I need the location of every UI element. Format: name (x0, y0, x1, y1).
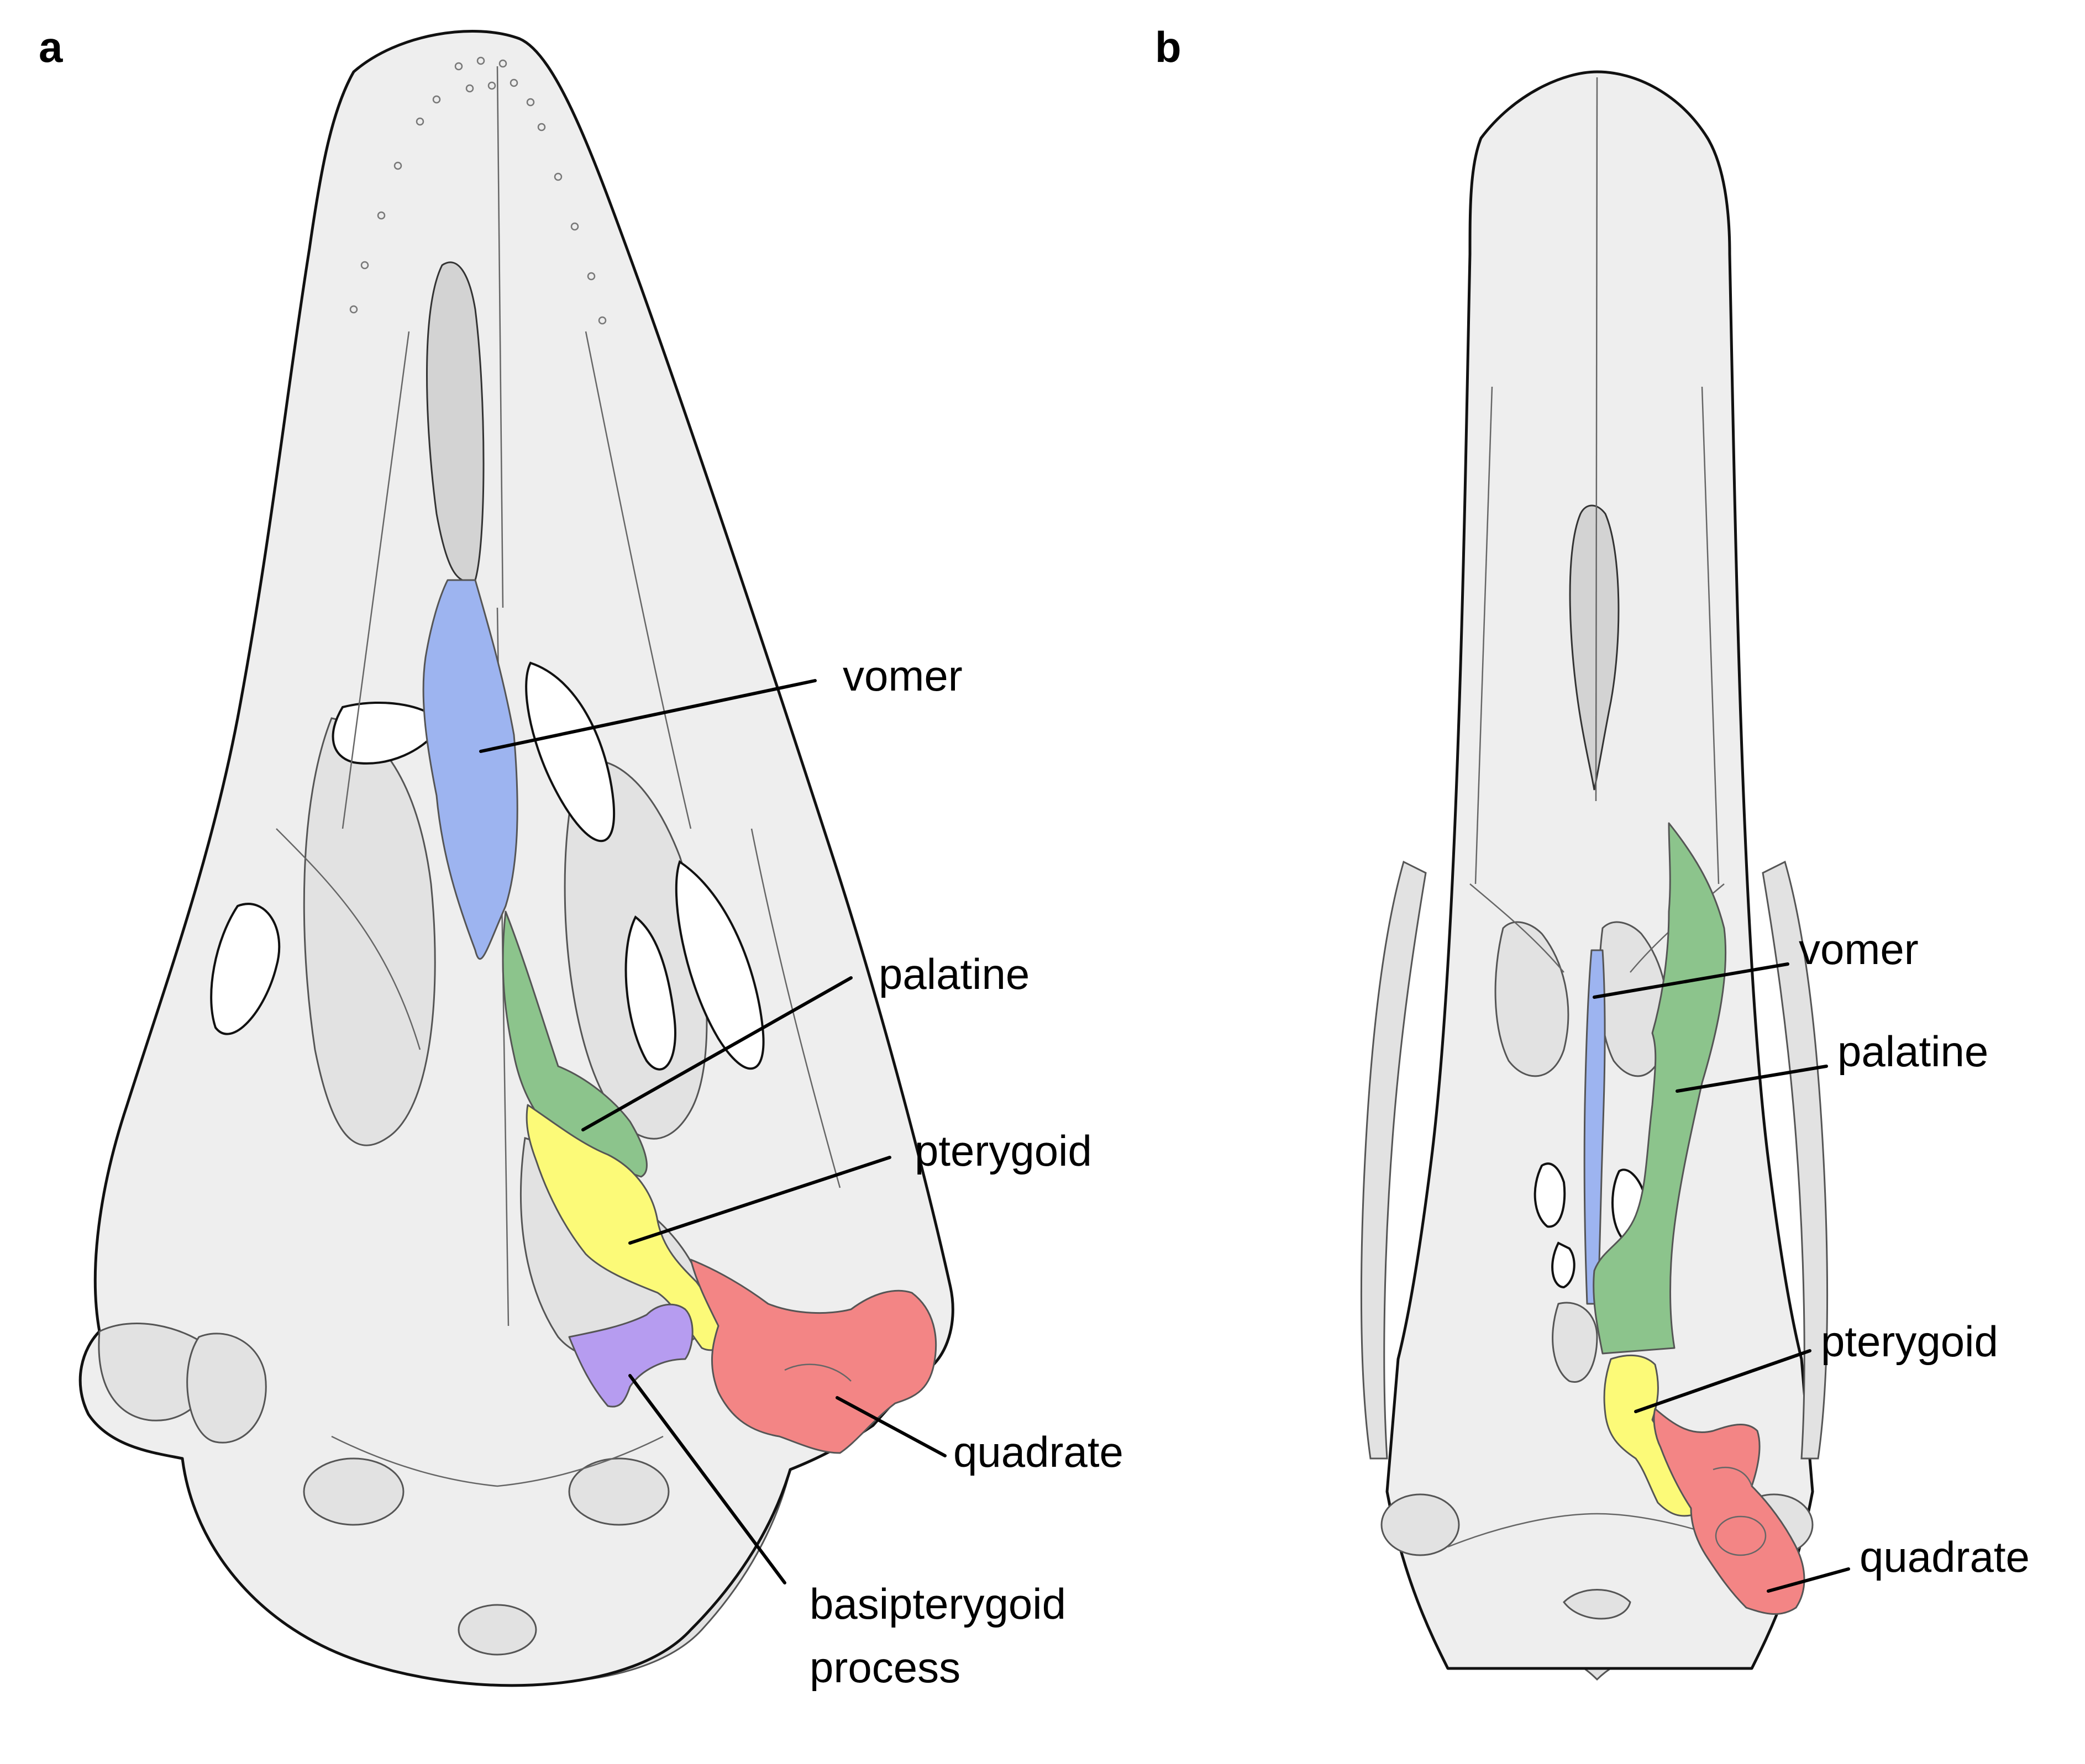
panel-b: b (1155, 23, 2030, 1681)
panel-b-label-palatine: palatine (1837, 1027, 1988, 1076)
panel-a-labels: vomer palatine pterygoid quadrate basipt… (810, 651, 1123, 1692)
panel-b-palatine (1593, 822, 1727, 1355)
panel-a-label-palatine: palatine (879, 950, 1030, 998)
panel-a: a (39, 23, 1123, 1692)
panel-b-letter: b (1155, 23, 1181, 71)
panel-a-basipterygoid-process (568, 1303, 694, 1408)
panel-b-vomer-leader (1593, 962, 1789, 999)
panel-b-label-quadrate: quadrate (1860, 1533, 2030, 1581)
panel-a-label-pterygoid: pterygoid (915, 1126, 1092, 1175)
panel-a-label-process: process (810, 1643, 960, 1692)
panel-a-vomer (422, 579, 518, 960)
panel-b-label-vomer: vomer (1799, 925, 1919, 973)
panel-a-rostral-pores (349, 56, 607, 325)
panel-b-quadrate-leader (1767, 1567, 1850, 1593)
panel-b-palatine-leader (1676, 1065, 1828, 1093)
panel-a-palatine-leader (581, 976, 853, 1131)
panel-a-label-vomer: vomer (843, 651, 963, 700)
panel-a-label-basipterygoid: basipterygoid (810, 1579, 1066, 1628)
panel-a-vomer-leader (479, 679, 817, 753)
panel-a-leader-lines (479, 679, 947, 1584)
panel-a-letter: a (39, 23, 63, 71)
panel-b-quadrate (1653, 1408, 1805, 1615)
panel-b-colored-bones (1583, 822, 1805, 1615)
panel-b-labels: vomer palatine pterygoid quadrate (1799, 925, 2030, 1581)
panel-a-quadrate (690, 1259, 937, 1454)
panel-b-pterygoid-leader (1634, 1349, 1811, 1413)
panel-a-pterygoid-leader (628, 1156, 891, 1245)
panel-a-palatine (502, 910, 648, 1178)
panel-a-label-quadrate: quadrate (953, 1428, 1123, 1476)
panel-a-quadrate-leader (836, 1396, 947, 1457)
panel-a-basipterygoid-leader (628, 1374, 786, 1584)
panel-a-colored-bones (422, 579, 937, 1454)
panel-b-label-pterygoid: pterygoid (1821, 1317, 1998, 1366)
panel-b-leader-lines (1593, 962, 1850, 1593)
